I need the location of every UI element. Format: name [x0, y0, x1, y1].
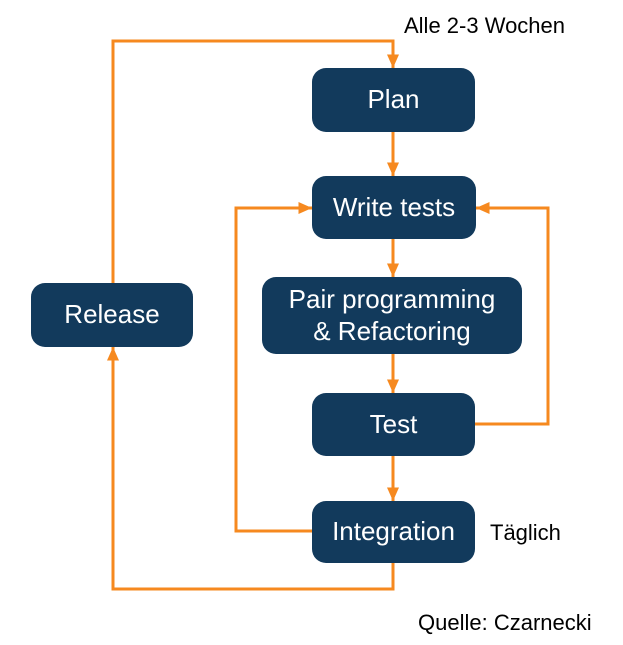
node-pair-programming-label-line1: Pair programming — [288, 283, 496, 314]
node-test[interactable]: Test — [312, 393, 475, 456]
node-pair-programming-label-line2: & Refactoring — [313, 315, 471, 346]
node-write-tests-label: Write tests — [332, 191, 456, 222]
cycle-duration-note: Alle 2-3 Wochen — [404, 13, 566, 38]
source-credit: Quelle: Czarnecki — [418, 610, 592, 635]
node-release[interactable]: Release — [31, 283, 193, 347]
node-plan-label: Plan — [367, 84, 420, 115]
arrow-release-to-plan-loop — [111, 39, 399, 283]
node-release-label: Release — [64, 299, 160, 330]
arrow-integration-to-write-tests-loop — [234, 202, 312, 533]
arrow-integration-to-release-loop — [107, 347, 395, 591]
node-integration-label: Integration — [332, 516, 455, 547]
arrow-test-to-write-tests-loop — [475, 202, 550, 426]
node-test-label: Test — [369, 408, 418, 439]
node-write-tests[interactable]: Write tests — [312, 176, 476, 239]
node-plan[interactable]: Plan — [312, 68, 475, 132]
node-integration[interactable]: Integration — [312, 501, 475, 563]
daily-note: Täglich — [490, 520, 561, 545]
node-pair-programming[interactable]: Pair programming & Refactoring — [262, 277, 522, 354]
